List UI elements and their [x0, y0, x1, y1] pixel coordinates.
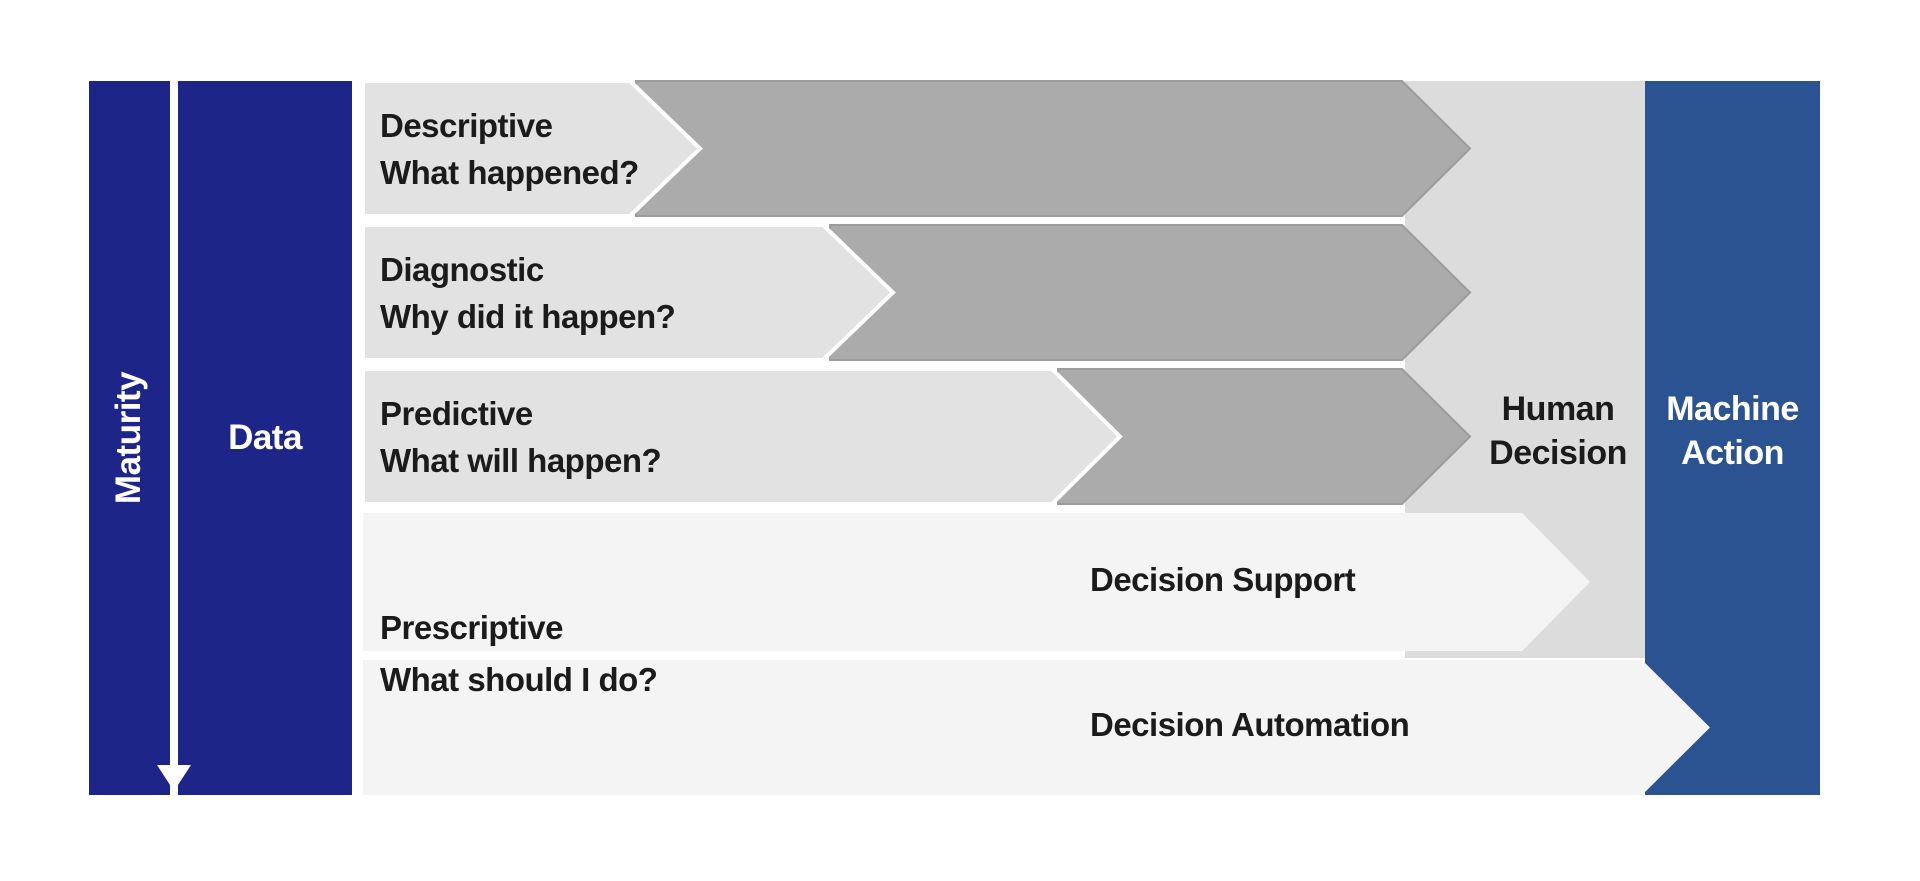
stage-row-predictive: Predictive What will happen? [380, 369, 940, 504]
stage-row-descriptive: Descriptive What happened? [380, 81, 940, 216]
decision-automation-arrow [363, 660, 1710, 795]
stage-title-prescriptive: Prescriptive [380, 609, 563, 646]
stage-question-descriptive: What happened? [380, 153, 639, 191]
stage-chevron-diagnostic [361, 223, 896, 362]
stage-chevron-descriptive [361, 79, 703, 218]
stage-row-diagnostic: Diagnostic Why did it happen? [380, 225, 940, 360]
maturity-down-arrow-icon [157, 765, 191, 791]
machine-action-line2: Action [1681, 434, 1784, 472]
machine-action-bar [1645, 81, 1820, 795]
decision-support-label: Decision Support [1090, 561, 1356, 598]
human-decision-line1: Human [1501, 390, 1615, 428]
decision-support-arrow [363, 513, 1590, 651]
machine-action-label: Machine Action [1645, 81, 1820, 795]
stage-title-diagnostic: Diagnostic [380, 250, 544, 288]
stage-chevron-predictive [361, 367, 1123, 506]
stage-title-predictive: Predictive [380, 394, 533, 432]
maturity-label: Maturity [109, 371, 149, 505]
stage-question-prescriptive: What should I do? [380, 661, 658, 698]
data-label: Data [228, 418, 302, 457]
data-label-container: Data [178, 81, 352, 795]
human-decision-line2: Decision [1489, 434, 1627, 472]
human-decision-label: Human Decision [1446, 81, 1670, 795]
stage-title-descriptive: Descriptive [380, 106, 553, 144]
maturity-label-container: Maturity [89, 81, 170, 795]
decision-automation-label: Decision Automation [1090, 706, 1410, 743]
machine-action-line1: Machine [1666, 390, 1799, 428]
data-bar [178, 81, 352, 795]
maturity-bar [89, 81, 170, 795]
stage-question-diagnostic: Why did it happen? [380, 297, 676, 335]
stage-question-predictive: What will happen? [380, 441, 662, 479]
